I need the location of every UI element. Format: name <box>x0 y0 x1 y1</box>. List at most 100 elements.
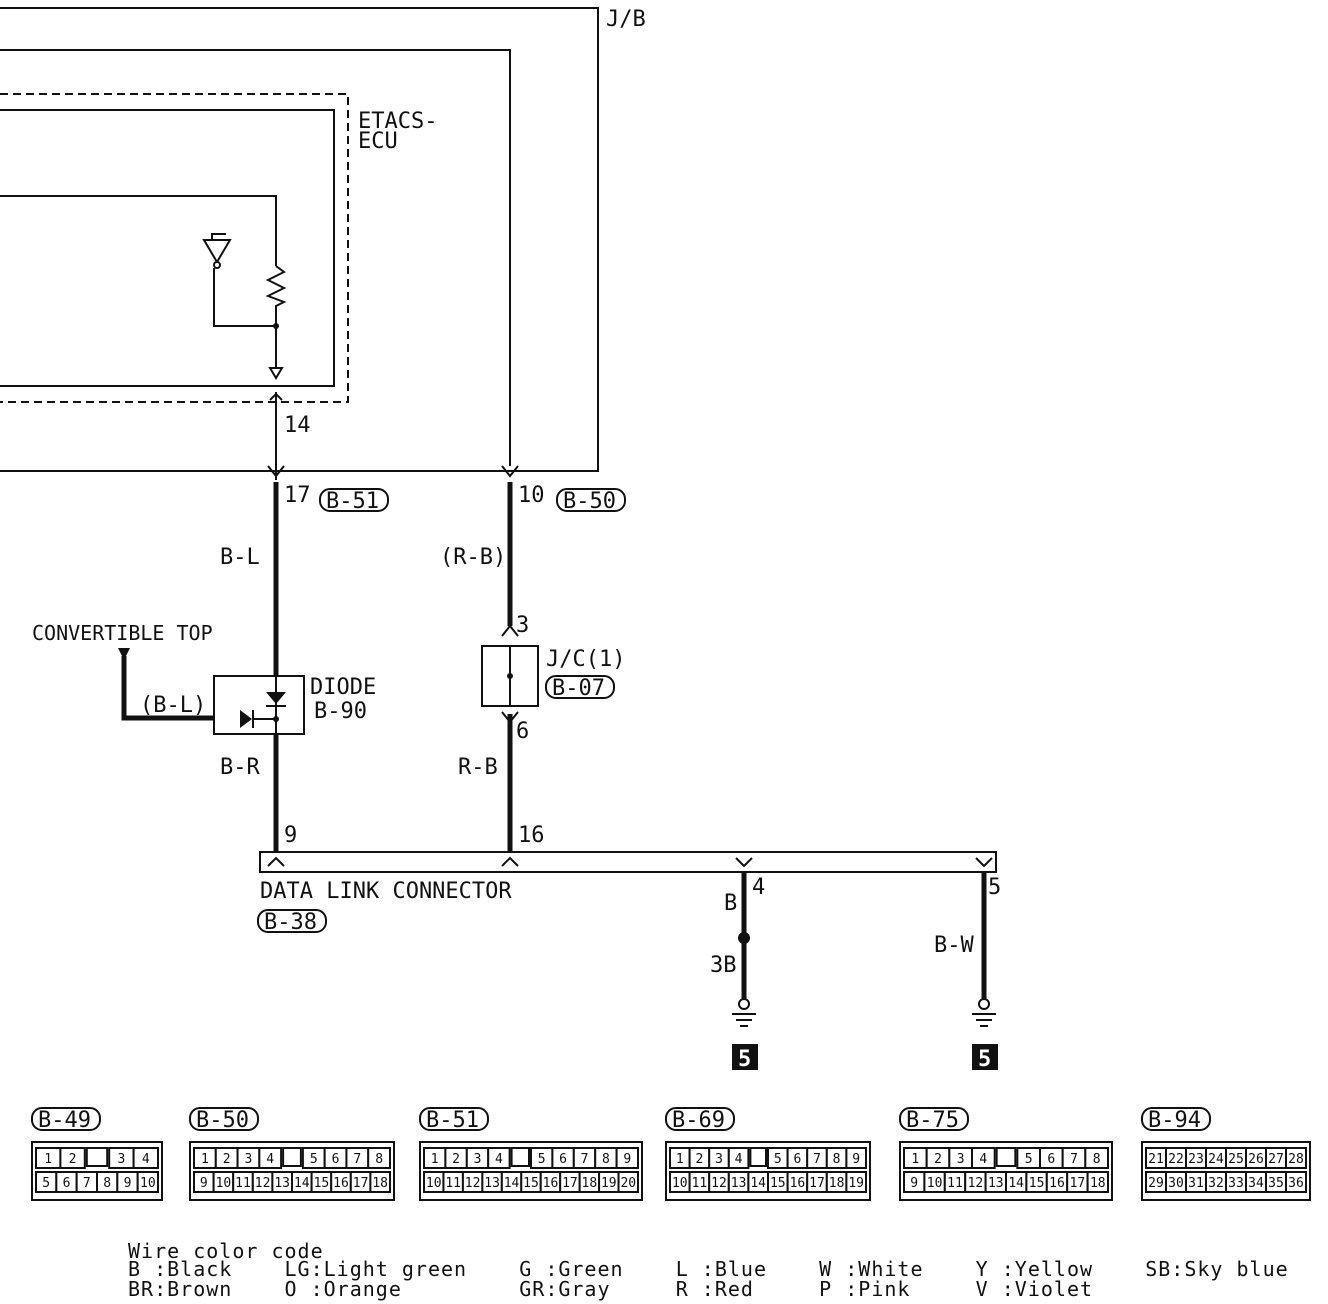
dlc-fork-4-icon <box>735 857 753 868</box>
connector-pin <box>727 1147 750 1169</box>
connector-pin-label: 15 <box>1029 1176 1045 1191</box>
connector-badge <box>31 1107 101 1131</box>
connector-pin-label: 7 <box>813 1152 821 1167</box>
connector-pin-label: 12 <box>711 1176 727 1191</box>
connector-pin-label: 34 <box>1248 1176 1264 1191</box>
connector-pin <box>1086 1171 1109 1193</box>
diode-box <box>213 675 305 735</box>
connector-pin-label: 5 <box>1025 1152 1033 1167</box>
connector-pin-label: 8 <box>602 1152 610 1167</box>
connector-pin-label: 26 <box>1248 1152 1264 1167</box>
connector-badge <box>419 1107 489 1131</box>
connector-badge <box>665 1107 735 1131</box>
connector-pin <box>258 1147 283 1169</box>
connector-id-label: B-49 <box>38 1108 91 1133</box>
dlc-fork-16-icon <box>501 856 519 867</box>
pin-5-label: 5 <box>988 875 1001 900</box>
connector-pin-label: 19 <box>848 1176 864 1191</box>
connector-pin-label: 4 <box>495 1152 503 1167</box>
fork-14-icon <box>269 392 283 401</box>
connector-pin-label: 9 <box>910 1176 918 1191</box>
fork-10-icon <box>501 465 519 478</box>
connector-id-label: B-51 <box>426 1108 479 1133</box>
connector-pin-label: 16 <box>1049 1176 1065 1191</box>
legend-row-1: B :Black LG:Light green G :Green L :Blue… <box>128 1257 1289 1281</box>
connector-key-slot <box>282 1147 302 1167</box>
connector-pin-label: 2 <box>695 1152 703 1167</box>
transistor-wire <box>213 268 276 327</box>
connector-pin-label: 12 <box>968 1176 984 1191</box>
connector-pin-label: 8 <box>833 1152 841 1167</box>
conn-b51-badge <box>319 488 389 512</box>
wire-b-label: B <box>724 891 737 916</box>
connector-pin <box>615 1147 639 1169</box>
pin-3-label: 3 <box>516 613 529 638</box>
wire-convertible <box>121 656 240 721</box>
wire-br-label: B-R <box>220 755 260 780</box>
conn-b07-badge <box>545 675 615 699</box>
connector-pin-label: 9 <box>623 1152 631 1167</box>
pin-17-label: 17 <box>284 483 311 508</box>
connector-pin-label: 15 <box>770 1176 786 1191</box>
convertible-top-label: CONVERTIBLE TOP <box>32 621 213 645</box>
connector-pin-label: 29 <box>1148 1176 1164 1191</box>
connector-pin-label: 20 <box>620 1176 636 1191</box>
ground-1-label: 5 <box>738 1047 751 1072</box>
connector-pin-label: 28 <box>1288 1152 1304 1167</box>
connector-pin-label: 4 <box>266 1152 274 1167</box>
connector-pin <box>1285 1147 1307 1169</box>
fork-17-icon <box>267 465 285 478</box>
connector-pin-label: 27 <box>1268 1152 1284 1167</box>
jb-box <box>0 7 599 472</box>
connector-pin-label: 8 <box>1093 1152 1101 1167</box>
connector-pin <box>617 1171 640 1193</box>
connector-pin <box>367 1147 392 1169</box>
connector-pin <box>369 1171 391 1193</box>
pin-4-label: 4 <box>752 875 765 900</box>
connector-pin-label: 8 <box>375 1152 383 1167</box>
connector-pin-label: 7 <box>1070 1152 1078 1167</box>
connector-pin-label: 18 <box>372 1176 388 1191</box>
connector-key-slot <box>749 1147 768 1167</box>
convertible-top-arrow-icon <box>118 648 130 660</box>
etacs-dashed-box <box>0 93 349 403</box>
connector-pin-label: 11 <box>692 1176 708 1191</box>
connector-pin-label: 13 <box>988 1176 1004 1191</box>
diode-ref-label: B-90 <box>314 699 367 724</box>
ground-2-ring <box>978 998 990 1010</box>
wire-3b-label: 3B <box>710 953 737 978</box>
connector-pin-label: 7 <box>353 1152 361 1167</box>
connector-pin-label: 5 <box>310 1152 318 1167</box>
ground-2-icon <box>972 1013 996 1027</box>
etacs-label-1: ETACS- <box>358 109 437 134</box>
connector-pin-label: 3 <box>474 1152 482 1167</box>
diode-junction-dot <box>273 716 279 722</box>
connector-pin-label: 5 <box>538 1152 546 1167</box>
connector-pin-label: 1 <box>676 1152 684 1167</box>
connector-pin-label: 1 <box>201 1152 209 1167</box>
pin-9-label: 9 <box>284 823 297 848</box>
wire-rb-paren-label: (R-B) <box>440 545 506 570</box>
connector-pin-label: 3 <box>715 1152 723 1167</box>
connector-pin-label: 10 <box>672 1176 688 1191</box>
connector-key-slot <box>510 1147 531 1167</box>
conn-b38-label: B-38 <box>264 910 317 935</box>
legend-title: Wire color code <box>128 1239 324 1263</box>
conn-b38-badge <box>257 909 327 933</box>
connector-pin-label: 1 <box>431 1152 439 1167</box>
connector-pin-label: 23 <box>1188 1152 1204 1167</box>
connector-pin-label: 11 <box>445 1176 461 1191</box>
connector-pin-label: 12 <box>465 1176 481 1191</box>
connector-pin-label: 16 <box>543 1176 559 1191</box>
connector-key-slot <box>995 1147 1017 1167</box>
connector-pin-label: 2 <box>452 1152 460 1167</box>
dlc-bar <box>259 851 997 873</box>
connector-pin-label: 6 <box>559 1152 567 1167</box>
connector-pin-label: 5 <box>774 1152 782 1167</box>
connector-pin-label: 11 <box>235 1176 251 1191</box>
connector-pin-label: 13 <box>274 1176 290 1191</box>
ecu-inner-box <box>0 109 335 387</box>
